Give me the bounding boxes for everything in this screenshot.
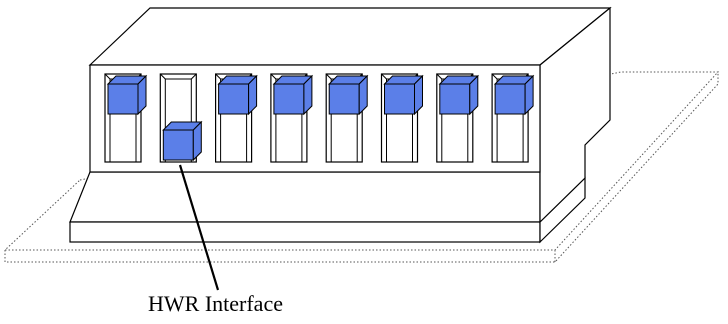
switch-slot-bevel: [215, 73, 221, 80]
actuator-side: [192, 120, 202, 162]
switch-actuator-1-up: [106, 74, 148, 116]
switch-slot-bevel: [436, 73, 443, 80]
switch-slot-bevel: [104, 73, 111, 80]
actuator-side: [248, 74, 258, 116]
actuator-side: [524, 74, 534, 116]
actuator-side: [137, 74, 147, 116]
actuator-front: [439, 83, 471, 115]
switch-actuator-7-up: [438, 74, 480, 116]
switch-actuator-3-up: [217, 74, 258, 116]
switch-slot-bevel: [190, 73, 197, 80]
switch-actuators: [106, 74, 535, 162]
housing-base-front: [69, 221, 541, 243]
actuator-side: [358, 74, 368, 116]
actuator-side: [303, 74, 313, 116]
switch-actuator-2-down: [162, 120, 203, 162]
housing-base-slope: [69, 171, 541, 223]
switch-slot-bevel: [381, 73, 387, 80]
actuator-front: [107, 83, 139, 115]
actuator-side: [414, 74, 423, 116]
actuator-front: [384, 83, 415, 115]
actuator-front: [162, 129, 194, 161]
actuator-side: [469, 74, 479, 116]
switch-actuator-6-up: [383, 74, 424, 116]
actuator-front: [273, 83, 305, 115]
callout-leader-line: [178, 164, 220, 291]
switch-slot-bevel: [325, 73, 332, 80]
actuator-front: [218, 83, 250, 115]
board-edge: [4, 72, 719, 263]
switch-slot-recess: [164, 78, 192, 162]
hwr-interface-label: HWR Interface: [148, 291, 283, 316]
switch-slot-bevel: [159, 73, 166, 80]
actuator-front: [328, 83, 360, 115]
actuator-front: [494, 83, 526, 115]
switch-slot-bevel: [270, 73, 277, 80]
housing-top-face: [88, 7, 612, 66]
housing-side-face: [539, 6, 611, 224]
switch-slot-bevel: [491, 73, 498, 80]
switch-actuator-5-up: [327, 74, 369, 116]
switch-actuator-4-up: [272, 74, 314, 116]
switch-actuator-8-up: [493, 74, 535, 116]
